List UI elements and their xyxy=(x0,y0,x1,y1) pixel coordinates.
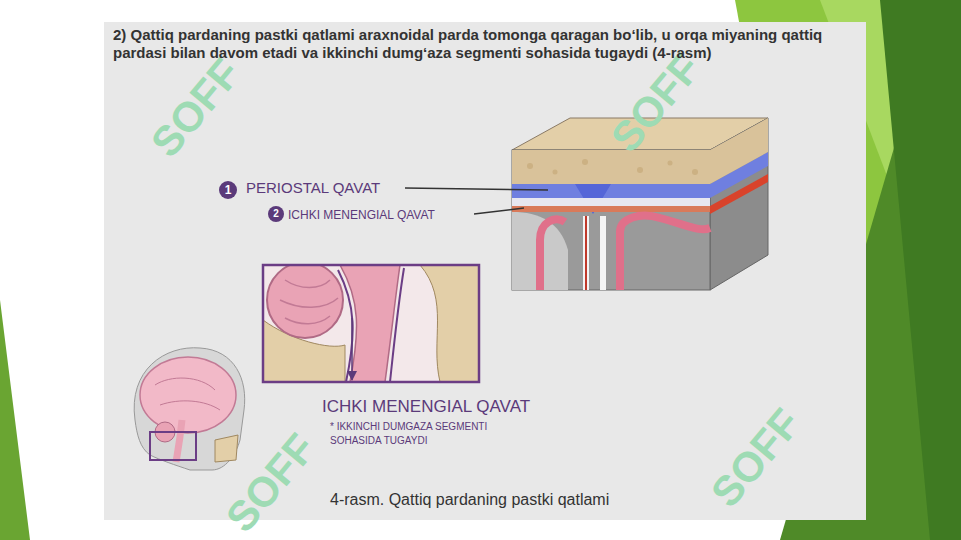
slide-title: 2) Qattiq pardaning pastki qatlami araxn… xyxy=(113,26,858,62)
green-stripe xyxy=(0,300,30,540)
slide-panel xyxy=(104,22,866,520)
figure-caption: 4-rasm. Qattiq pardaning pastki qatlami xyxy=(330,491,609,509)
head-sagittal xyxy=(134,348,245,470)
watermark: SOFF xyxy=(602,45,709,160)
green-band xyxy=(880,0,961,540)
callout-number: 2 xyxy=(268,206,284,222)
layer-label: PERIOSTAL QAVAT xyxy=(246,178,380,197)
leader-line xyxy=(405,188,548,190)
layer-label: ICHKI MENENGIAL QAVAT xyxy=(322,396,530,417)
watermark: SOFF xyxy=(702,400,809,515)
arrow-line xyxy=(351,318,353,380)
note-text: * IKKINCHI DUMGAZA SEGMENTI SOHASIDA TUG… xyxy=(330,420,515,448)
inset-illustration xyxy=(263,265,479,382)
layer-label: ICHKI MENENGIAL QAVAT xyxy=(288,207,435,223)
inset-frame xyxy=(263,265,479,382)
leader-line xyxy=(474,208,524,214)
watermark: SOFF xyxy=(142,50,249,165)
watermark: SOFF xyxy=(217,425,324,540)
callout-number: 1 xyxy=(219,181,237,199)
